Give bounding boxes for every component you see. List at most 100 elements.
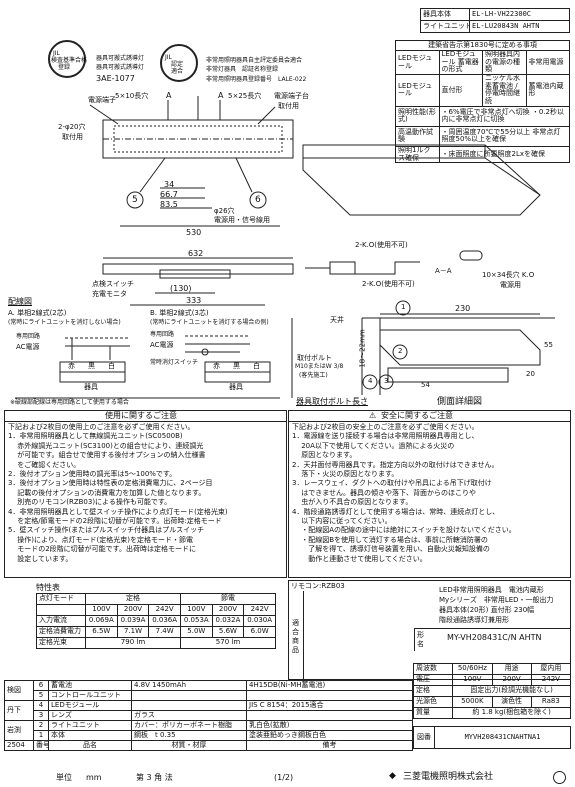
dim-130: (130) [170,284,192,293]
model-label: 形名 [417,631,424,648]
knockout-right-label: 2-K.O(使用不可) [362,280,415,288]
ac-label-a: AC電源 [16,343,40,351]
char-eco-header: 節電 [179,593,277,605]
part-3-note [246,710,413,721]
safety-line-7: 3．レースウェイ、ダクトへの取付けや吊具による吊下げ取付け [292,479,492,488]
safety-line-2: 1．電源線を送り接続する場合は非常用照明器具専用とし、 [292,432,479,441]
product-line-4: 階段通路誘導灯兼用形 [439,616,509,624]
wire-red-a: 赤 [68,362,75,370]
callout-2-label: 2 [398,347,403,355]
part-6-no: 6 [33,680,49,691]
char-mode-header: 点灯モード [36,593,86,605]
page-number: (1/2) [274,773,294,782]
wiring-title: 配線図 [8,297,32,306]
spec-r1c2: LEDモジュール 蓄電器の形式 [438,49,483,76]
safety-line-8: はできません。器具の傾きや落下、背面からのほこりや [292,488,477,497]
callout-3-label: 3 [384,377,389,385]
part-5-material [131,690,247,701]
callout-2 [392,344,408,360]
char-power-1: 6.5W [85,626,118,638]
approval-draft: 丹下 [4,700,34,721]
spec-box: 建築省告示第1830号に定める事項 LEDモジュール LEDモジュール 蓄電器の… [395,40,570,164]
approval-check: 検図 [4,680,34,701]
char-power-4: 5.0W [179,626,213,638]
seal-left-line3: 登録 [58,64,71,71]
usage-line-5: をご確認ください。 [8,460,81,469]
char-power-2: 7.1W [116,626,150,638]
safety-line-9: 虫が入り不具合の原因となります。 [292,498,413,507]
dim-20: 20 [526,370,535,378]
dim-55: 55 [544,341,553,349]
spec-voltage-label: 電圧 [412,674,454,686]
safety-line-4: 原因となります。 [292,451,357,460]
char-flux-label: 定格光束 [36,637,86,649]
cert-left-2: 器具可搬式誘導灯 [96,64,145,71]
section-body [379,329,541,366]
char-current-5: 0.032A [211,615,245,627]
spec-freq-value: 50/60Hz [452,663,493,675]
spec-use-label: 用途 [491,663,532,675]
bolt-value: M10またはW 3/8 [295,363,344,370]
company-name: 三菱電機照明株式会社 [403,772,494,782]
usage-line-2: 1．非常用照明器具として無線調光ユニット(SC0500B) [8,432,183,441]
part-6-name: 蓄電池 [48,680,132,691]
letter-a2: A [218,91,224,100]
switch-text: 常時消灯スイッチ [150,359,199,366]
spec-color-label: 光源色 [412,696,454,708]
jil-seal-right: JIL 認定 適合 [160,44,198,82]
char-current-label: 入力電流 [36,615,86,627]
characteristics-table: 点灯モード 定格 節電 100V 200V 242V 100V 200V 242… [36,593,277,649]
seal-right-line2: 認定 [171,61,184,68]
product-line-3: 器具本体(20形) 直付形 230幅 [439,606,535,614]
ac-label-b: AC電源 [150,341,174,349]
callout-4 [362,374,378,390]
knockout-left-label: 2-K.O(使用不可) [355,241,408,249]
cert-right-1: 非常用照明器具自主評定委員会適合 [206,57,303,64]
unit-label: ライトユニット [420,20,470,33]
part-3-material: ガラス [131,710,247,721]
slot-label: 10×34長穴 K.O [482,271,535,279]
wire-white-a: 白 [108,362,115,370]
knockout-top2-label: 5×25長穴 [228,92,262,100]
spec-r1c4: 非常用電源 [525,49,570,76]
usage-line-11: を定格/節電モードの2段階に切替が可能です。出荷時:定格モード [8,517,222,526]
registered-circle-icon [553,771,566,784]
warning-icon: ⚠ [369,411,377,420]
wiring-b-sub: (常時にライトユニットを消灯する場合の例) [150,319,269,326]
product-line-1: LED非常用照明器具 電池内蔵形 [439,586,544,594]
safety-line-10: 4．階段通路誘導灯として使用する場合は、常時、連続点灯とし、 [292,507,500,516]
callout-5 [126,191,144,209]
usage-line-10: 4．非常用照明器具として壁スイッチ操作により点灯モード(定格光束) [8,507,228,516]
char-power-3: 7.4W [148,626,181,638]
usage-line-4: が可能です。組合せで使用する後付オプションの納入仕様書 [8,451,206,460]
jil-seal-left: JIL 検査基準合格 登録 [48,40,88,78]
spec-mass-label: 質量 [412,707,454,719]
detail-label: 側面詳細図 [437,397,483,407]
bolt-sub: (客先施工) [299,372,328,379]
char-v6: 242V [243,604,276,616]
usage-line-13: 操作)により、点灯モード(定格光束)を定格モード・節電 [8,535,193,544]
dim-230: 230 [455,304,471,313]
char-power-6: 6.0W [243,626,276,638]
hole-sub-label: 取付用 [62,133,83,141]
bolt-label: 取付ボルト [297,354,332,362]
spec-use-value: 屋内用 [530,663,572,675]
dim-835: 83.5 [160,200,178,209]
perspective-view [302,144,541,216]
specs-table: 周波数 50/60Hz 用途 屋内用 電圧 100V 200V 242V 定格 … [412,663,572,719]
remote-label: リモコン:RZB03 [291,582,345,590]
part-2-name: ライトユニット [48,720,132,731]
approval-design: 岩渕 [4,720,34,741]
circle6-label: 6 [255,195,261,205]
spec-voltage-b: 200V [491,674,532,686]
dim-333: 333 [186,296,202,305]
unit-label: 単位 [56,773,72,782]
safety-line-1: 下記および2枚目の安全上のご注意を必ずご使用ください。 [292,423,479,431]
wire-black-b: 黒 [233,362,240,370]
dim-667: 66.7 [160,190,178,199]
seal-left-line2: 検査基準合格 [51,57,88,64]
char-power-label: 定格消費電力 [36,626,86,638]
knockout-top-label: 5×10長穴 [115,92,149,100]
char-v4: 100V [179,604,213,616]
